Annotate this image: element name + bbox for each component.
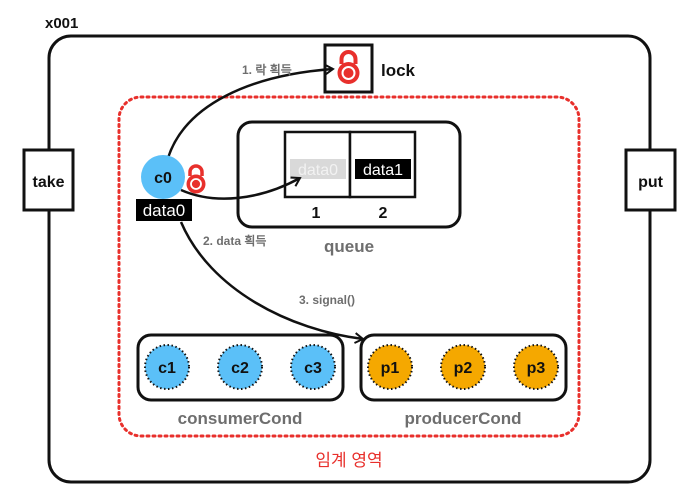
consumer-thread-circle bbox=[217, 344, 263, 390]
put-method[interactable]: put bbox=[624, 148, 677, 212]
critical-section-label: 임계 영역 bbox=[315, 451, 382, 470]
consumer-thread-label: c2 bbox=[231, 360, 249, 377]
lock-label: lock bbox=[381, 61, 416, 80]
padlock-icon bbox=[186, 164, 206, 194]
instance-frame bbox=[47, 34, 652, 484]
producer-thread-circle bbox=[440, 344, 486, 390]
consumer-thread-label: c1 bbox=[158, 360, 176, 377]
take-label: take bbox=[32, 174, 64, 191]
held-data-badge bbox=[136, 199, 192, 221]
thread-c0-label: c0 bbox=[154, 170, 172, 187]
consumer-cond-label: consumerCond bbox=[178, 409, 303, 428]
instance-label: x001 bbox=[45, 15, 78, 32]
step-1-label: 1. 락 획득 bbox=[242, 62, 292, 77]
arrow-signal bbox=[179, 221, 365, 344]
queue-slot-1-bg bbox=[290, 159, 346, 179]
queue-label: queue bbox=[324, 237, 374, 256]
queue-slot-2-bg bbox=[355, 159, 411, 179]
producer-thread-label: p3 bbox=[527, 360, 546, 377]
queue-index-2: 2 bbox=[379, 205, 388, 222]
consumer-thread-c3[interactable]: c3 bbox=[290, 344, 336, 390]
queue-slot-2-value: data1 bbox=[363, 162, 403, 179]
consumer-thread-c1[interactable]: c1 bbox=[144, 344, 190, 390]
thread-c0[interactable]: c0 bbox=[141, 155, 185, 199]
consumer-thread-circle bbox=[144, 344, 190, 390]
lock-box[interactable] bbox=[323, 43, 374, 94]
producer-thread-p2[interactable]: p2 bbox=[440, 344, 486, 390]
producer-thread-p1[interactable]: p1 bbox=[367, 344, 413, 390]
held-data-label: data0 bbox=[143, 201, 186, 220]
consumer-cond-box bbox=[136, 333, 345, 402]
producer-thread-label: p1 bbox=[381, 360, 400, 377]
arrow-acquire-lock bbox=[166, 63, 335, 159]
producer-cond-label: producerCond bbox=[404, 409, 521, 428]
take-method[interactable]: take bbox=[22, 148, 75, 212]
padlock-icon bbox=[337, 50, 360, 84]
consumer-thread-circle bbox=[290, 344, 336, 390]
queue-slot-1-value: data0 bbox=[298, 162, 338, 179]
put-label: put bbox=[638, 174, 664, 191]
producer-cond-box bbox=[359, 333, 568, 402]
queue-index-1: 1 bbox=[312, 205, 321, 222]
producer-thread-label: p2 bbox=[454, 360, 473, 377]
queue-container bbox=[236, 120, 462, 229]
producer-thread-circle bbox=[513, 344, 559, 390]
producer-thread-circle bbox=[367, 344, 413, 390]
step-2-label: 2. data 획득 bbox=[203, 233, 266, 248]
producer-thread-p3[interactable]: p3 bbox=[513, 344, 559, 390]
arrow-take-data bbox=[180, 176, 302, 200]
consumer-thread-c2[interactable]: c2 bbox=[217, 344, 263, 390]
step-3-label: 3. signal() bbox=[299, 293, 355, 307]
consumer-thread-label: c3 bbox=[304, 360, 322, 377]
